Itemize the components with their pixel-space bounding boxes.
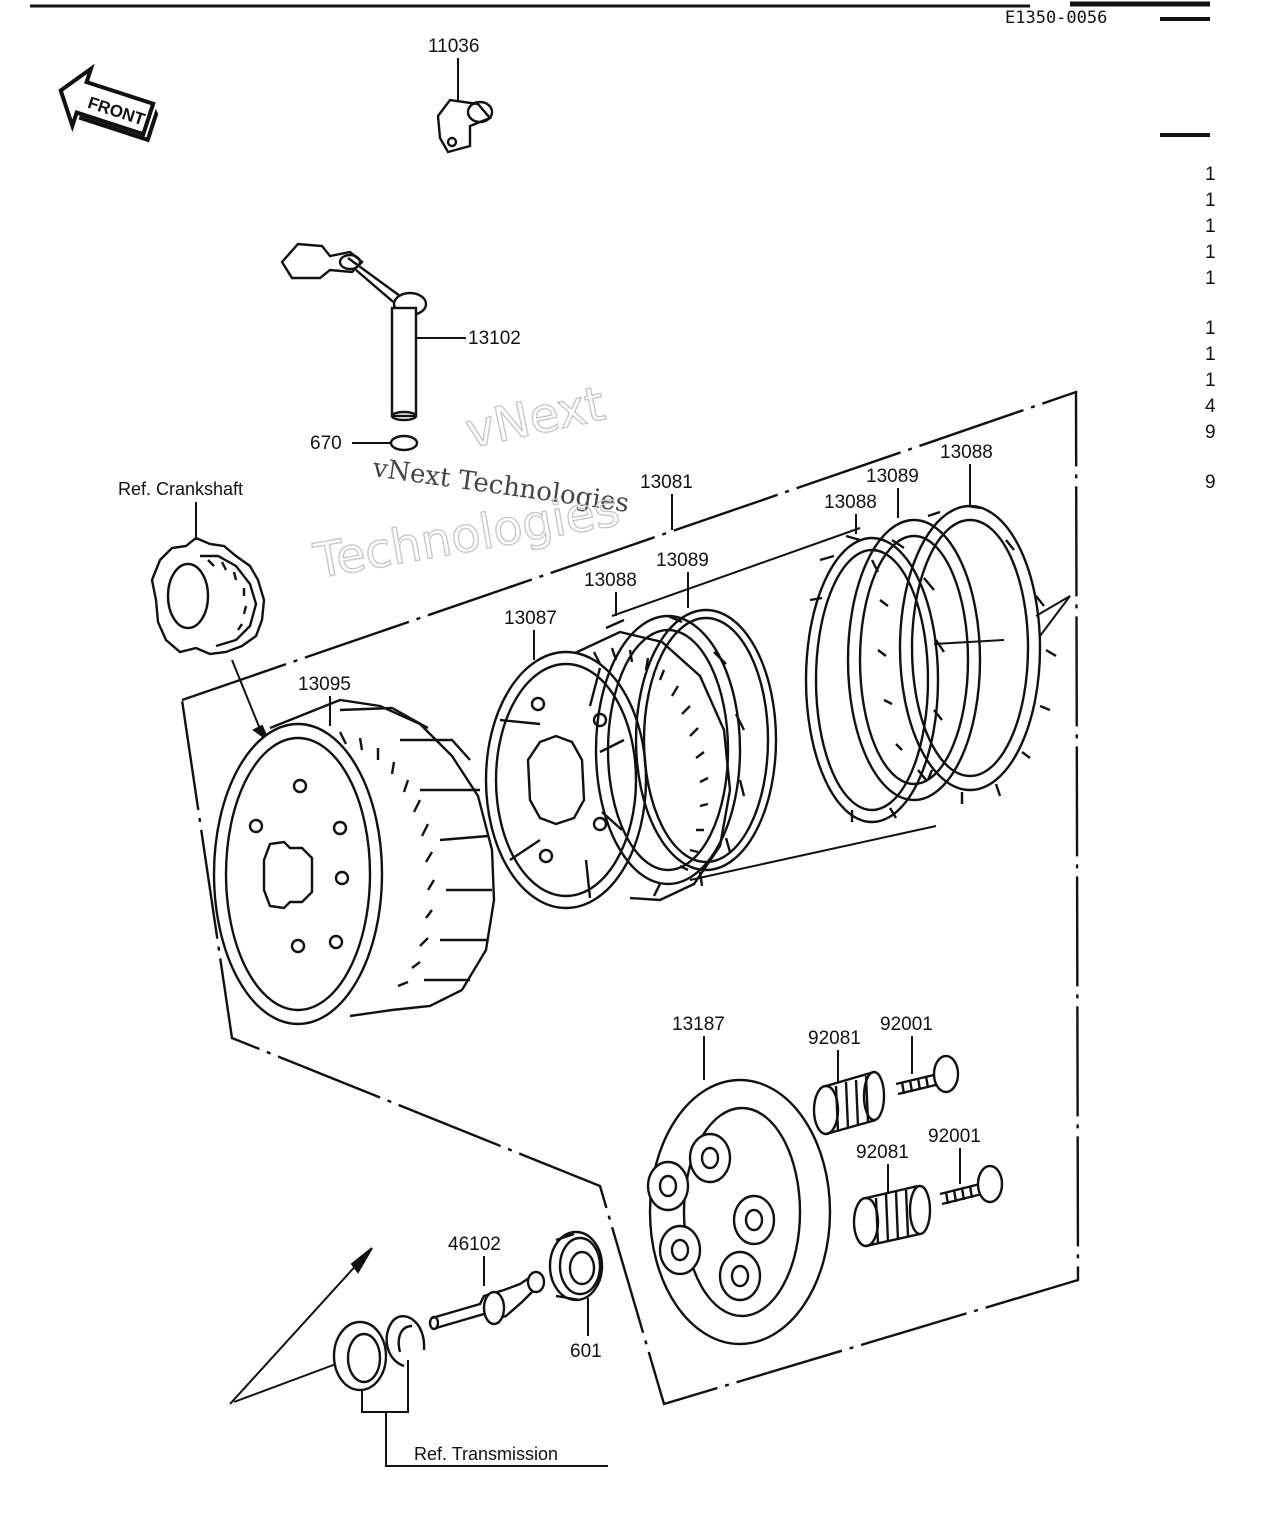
- label-13102: 13102: [468, 328, 521, 349]
- steel-plate-mid: [634, 608, 778, 872]
- ref-crankshaft-label: Ref. Crankshaft: [118, 479, 243, 499]
- trans-arrow-head: [350, 1247, 373, 1274]
- label-13089-top: 13089: [866, 466, 919, 487]
- trans-bracket-lines: [361, 1360, 608, 1467]
- friction-plate-top-right: [898, 504, 1057, 804]
- clutch-housing-part: [212, 698, 496, 1026]
- label-13187: 13187: [672, 1014, 725, 1035]
- diagram-code: E1350-0056: [1005, 8, 1107, 28]
- lever-bracket-part: [436, 98, 494, 154]
- circlip-part: [389, 434, 419, 452]
- transmission-circlip-part: [385, 1315, 426, 1368]
- label-13088-top-right: 13088: [940, 442, 993, 463]
- col-digit-2: 1: [1205, 190, 1216, 211]
- trans-arrow-line: [229, 1249, 371, 1405]
- steel-plate-top: [846, 518, 982, 802]
- label-92001-a: 92001: [880, 1014, 933, 1035]
- ref-transmission-label: Ref. Transmission: [414, 1444, 558, 1464]
- label-92081-b: 92081: [856, 1142, 909, 1163]
- push-rod-part: [428, 1270, 546, 1331]
- trans-link-line: [233, 1363, 337, 1403]
- clutch-bolt-a: [895, 1054, 960, 1096]
- label-11036: 11036: [428, 36, 479, 57]
- crankshaft-gear-part: [150, 536, 266, 656]
- plate-arrow-line-b: [1039, 595, 1071, 637]
- label-92001-b: 92001: [928, 1126, 981, 1147]
- col-digit-9: 4: [1205, 396, 1216, 417]
- plate-arrow-line-a: [1035, 595, 1071, 617]
- label-13087: 13087: [504, 608, 557, 629]
- col-digit-8: 1: [1205, 370, 1216, 391]
- plate-guide-top: [611, 527, 861, 617]
- label-13088-mid: 13088: [584, 570, 637, 591]
- watermark-line-1: vNext: [461, 376, 610, 460]
- col-digit-4: 1: [1205, 242, 1216, 263]
- push-lever-shaft-part: [280, 242, 428, 422]
- label-670: 670: [310, 433, 342, 454]
- label-13089-mid: 13089: [656, 550, 709, 571]
- watermark-line-3: Technologies: [309, 481, 623, 590]
- col-digit-6: 1: [1205, 318, 1216, 339]
- front-arrow-icon: FRONT: [58, 63, 159, 143]
- col-digit-5: 1: [1205, 268, 1216, 289]
- label-46102: 46102: [448, 1234, 501, 1255]
- label-13095: 13095: [298, 674, 351, 695]
- col-digit-7: 1: [1205, 344, 1216, 365]
- ball-bearing-part: [548, 1230, 604, 1302]
- friction-plate-mid: [594, 614, 746, 897]
- clutch-spring-a: [812, 1070, 886, 1136]
- col-digit-11: 9: [1205, 472, 1216, 493]
- plate-guide-bottom: [689, 825, 937, 881]
- clutch-spring-b: [852, 1184, 932, 1248]
- friction-plate-top-left: [804, 534, 945, 824]
- label-13088-top-left: 13088: [824, 492, 877, 513]
- clutch-bolt-b: [939, 1164, 1004, 1206]
- col-digit-1: 1: [1205, 164, 1216, 185]
- label-601: 601: [570, 1341, 602, 1362]
- crank-arrow-line: [231, 659, 263, 735]
- col-digit-3: 1: [1205, 216, 1216, 237]
- transmission-washer-part: [332, 1320, 388, 1392]
- right-column-digits: 1 1 1 1 1 1 1 1 4 9 9: [1205, 164, 1216, 493]
- label-92081-a: 92081: [808, 1028, 861, 1049]
- assembly-outline: [180, 390, 1080, 1406]
- label-13081: 13081: [640, 472, 693, 493]
- col-digit-10: 9: [1205, 422, 1216, 443]
- pressure-plate-part: [646, 1078, 832, 1346]
